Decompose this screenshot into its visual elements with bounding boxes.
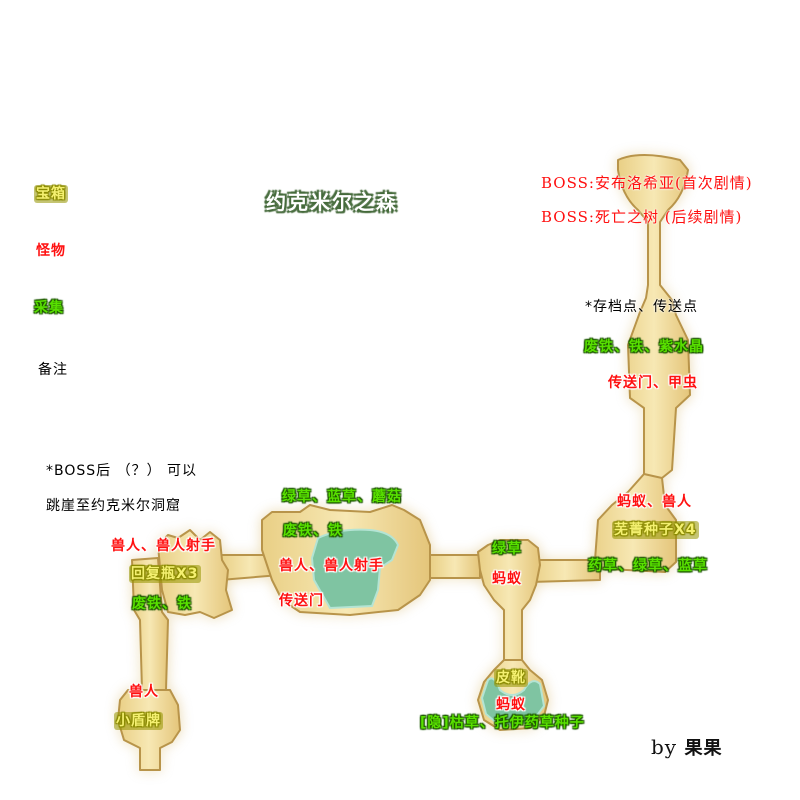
credit-author: 果果	[684, 738, 723, 759]
east-junction-monster: 蚂蚁、兽人	[617, 494, 692, 510]
center-top-gather: 绿草、蓝草、蘑菇	[282, 489, 402, 505]
path-network	[117, 154, 691, 771]
middle-junction	[477, 539, 541, 661]
center-pond-gather: 废铁、铁	[283, 523, 343, 539]
southwest-treasure: 小盾牌	[114, 712, 163, 730]
author-credit: by 果果	[651, 735, 723, 759]
southwest-monster: 兽人	[129, 684, 159, 700]
boss-jump-note-line2: 跳崖至约克米尔洞窟	[46, 498, 181, 514]
corridor-east	[429, 554, 481, 579]
west-room-treasure: 回复瓶X3	[129, 565, 201, 583]
legend-monster: 怪物	[36, 243, 66, 259]
south-pond-monster: 蚂蚁	[496, 697, 526, 713]
north-tower-monster: 传送门、甲虫	[608, 375, 698, 391]
boss-room	[617, 154, 691, 561]
legend-treasure: 宝箱	[34, 185, 68, 203]
east-junction-treasure: 芜菁种子X4	[612, 521, 699, 539]
south-pond-treasure: 皮靴	[494, 669, 528, 687]
legend-gather: 采集	[34, 300, 64, 316]
center-pond-water	[310, 528, 400, 610]
middle-junction-gather: 绿草	[492, 541, 522, 557]
map-title: 约克米尔之森	[266, 190, 398, 214]
legend-note: 备注	[38, 362, 68, 378]
west-room-gather: 废铁、铁	[132, 596, 192, 612]
boss-jump-note-line1: *BOSS后 （？） 可以	[46, 463, 198, 479]
center-pond-monster: 兽人、兽人射手	[279, 558, 384, 574]
south-pond-gather: [隐]枯草、托伊药草种子	[420, 715, 585, 731]
middle-junction-monster: 蚂蚁	[492, 571, 522, 587]
save-point-note: *存档点、传送点	[585, 299, 698, 315]
east-junction-gather: 药草、绿草、蓝草	[588, 558, 708, 574]
credit-by: by	[651, 735, 678, 759]
southwest-room	[117, 689, 181, 771]
west-room-monster: 兽人、兽人射手	[111, 538, 216, 554]
boss-label-later: BOSS:死亡之树 (后续剧情)	[541, 208, 743, 226]
center-pond-portal: 传送门	[279, 593, 324, 609]
boss-label-first: BOSS:安布洛希亚(首次剧情)	[541, 174, 753, 192]
north-tower-gather: 废铁、铁、紫水晶	[584, 339, 704, 355]
